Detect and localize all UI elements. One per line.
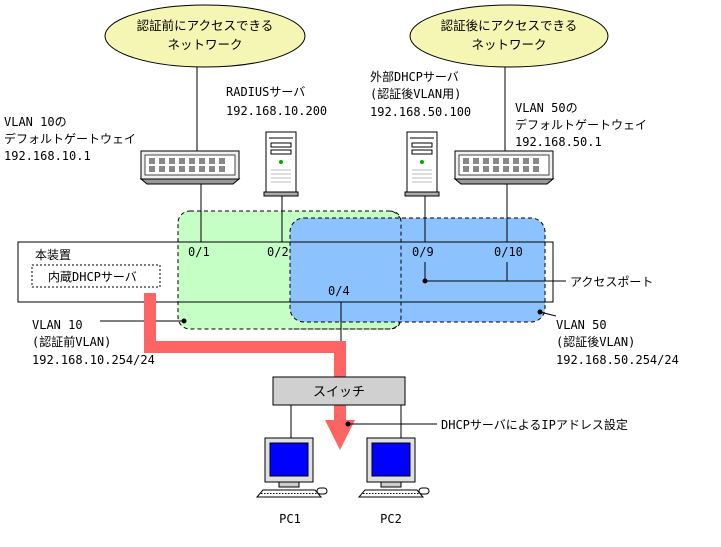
external-dhcp-label-1: 外部DHCPサーバ — [370, 69, 459, 84]
radius-server-icon — [263, 131, 299, 197]
vlan10-label-2: (認証前VLAN) — [32, 334, 111, 349]
left-gateway-label-1: VLAN 10の — [4, 115, 67, 129]
radius-label-2: 192.168.10.200 — [226, 104, 327, 118]
vlan10-leader-dot — [181, 318, 187, 324]
internal-dhcp-label: 内蔵DHCPサーバ — [48, 270, 137, 284]
port-0-4: 0/4 — [328, 284, 350, 298]
port-0-9: 0/9 — [412, 245, 434, 259]
external-dhcp-label-2: (認証後VLAN用) — [370, 86, 461, 101]
access-port-leader — [424, 262, 508, 282]
right-gateway-label-3: 192.168.50.1 — [515, 135, 602, 149]
cloud-post-auth-line2: ネットワーク — [471, 37, 546, 52]
external-dhcp-label-3: 192.168.50.100 — [370, 105, 471, 119]
cloud-post-auth — [409, 4, 609, 68]
pc1-icon — [256, 437, 328, 498]
pc2-icon — [358, 437, 430, 498]
device-title: 本装置 — [35, 248, 71, 262]
access-port-dot — [422, 278, 428, 284]
internal-dhcp-box — [31, 264, 161, 288]
switch-label: スイッチ — [313, 385, 365, 400]
vlan50-zone — [289, 217, 546, 323]
vlan50-leader — [539, 311, 557, 317]
dhcp-note-label: DHCPサーバによるIPアドレス設定 — [441, 417, 628, 432]
left-gateway-label-3: 192.168.10.1 — [4, 149, 91, 163]
vlan10-zone-outline — [292, 210, 402, 330]
dhcp-arrow — [144, 293, 355, 450]
switch-box — [272, 376, 406, 406]
access-port-label: アクセスポート — [570, 275, 653, 289]
vlan50-label-2: (認証後VLAN) — [556, 334, 635, 349]
cloud-pre-auth — [104, 4, 306, 68]
port-0-2: 0/2 — [267, 245, 289, 259]
dhcp-note-dot — [345, 421, 351, 427]
pc2-label: PC2 — [380, 512, 402, 526]
pc1-label: PC1 — [279, 512, 301, 526]
cloud-pre-auth-line1: 認証前にアクセスできる — [137, 18, 274, 33]
cloud-pre-auth-line2: ネットワーク — [167, 37, 242, 52]
vlan50-label-3: 192.168.50.254/24 — [556, 353, 679, 367]
left-gateway-label-2: デフォルトゲートウェイ — [4, 131, 136, 146]
vlan10-label-3: 192.168.10.254/24 — [32, 353, 155, 367]
external-dhcp-server-icon — [404, 131, 440, 197]
port-0-1: 0/1 — [188, 245, 210, 259]
right-gateway-label-1: VLAN 50の — [515, 101, 578, 115]
cloud-post-auth-line1: 認証後にアクセスできる — [441, 18, 578, 33]
left-gateway-router-icon — [140, 150, 240, 185]
right-gateway-label-2: デフォルトゲートウェイ — [515, 117, 647, 132]
port-0-10: 0/10 — [494, 245, 523, 259]
vlan50-label-1: VLAN 50 — [556, 318, 607, 332]
right-gateway-router-icon — [454, 150, 554, 185]
radius-label-1: RADIUSサーバ — [226, 85, 305, 99]
vlan50-leader-dot — [537, 309, 543, 315]
vlan10-label-1: VLAN 10 — [32, 318, 83, 332]
